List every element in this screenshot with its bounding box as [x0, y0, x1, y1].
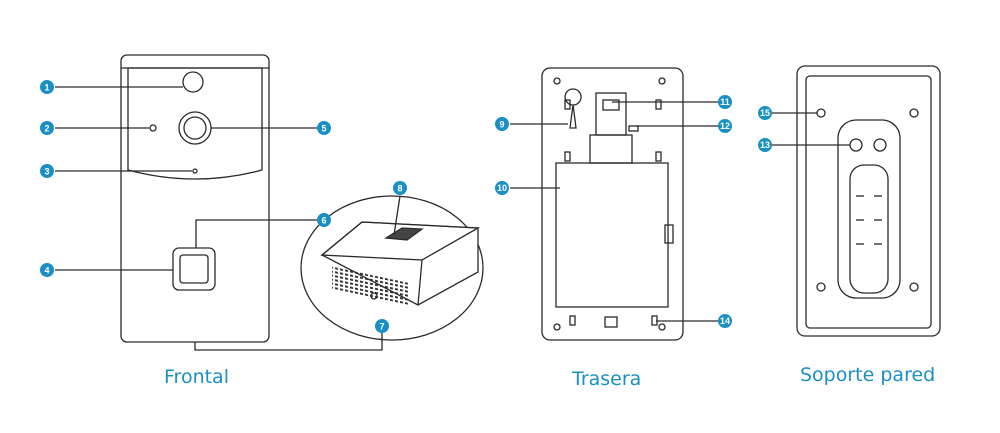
callout-12: 12 — [718, 119, 732, 133]
front-top-panel — [127, 67, 263, 180]
leader-line-8 — [393, 195, 401, 236]
keyhole-mount-icon — [564, 88, 582, 129]
callout-7-label: 7 — [379, 322, 384, 332]
back-screw-tr — [658, 77, 666, 85]
callout-5-label: 5 — [321, 124, 326, 134]
bottom-detail-zoom — [300, 195, 484, 341]
callout-2-label: 2 — [44, 124, 49, 134]
microphone-icon — [192, 168, 198, 174]
front-doorbell — [120, 54, 270, 343]
back-body-outline — [541, 67, 684, 341]
callout-4-label: 4 — [44, 266, 49, 276]
callout-9: 9 — [495, 117, 509, 131]
caption-front: Frontal — [164, 366, 229, 388]
mount-screw-bl — [816, 282, 826, 292]
callout-9-label: 9 — [499, 120, 504, 130]
mount-terminal-2 — [873, 138, 887, 152]
callout-3: 3 — [40, 164, 54, 178]
front-body-outline — [120, 54, 270, 343]
callout-6: 6 — [317, 213, 331, 227]
sd-card-inner — [602, 99, 620, 111]
callout-11: 11 — [718, 95, 732, 109]
reset-hole-icon — [370, 292, 378, 300]
callout-4: 4 — [40, 263, 54, 277]
callout-12-label: 12 — [720, 121, 730, 131]
back-slot-5 — [569, 315, 576, 326]
light-sensor-icon — [149, 124, 157, 132]
usb-port-icon — [628, 125, 639, 132]
callout-14: 14 — [718, 314, 732, 328]
back-screw-br — [658, 323, 666, 331]
callout-15: 15 — [758, 106, 772, 120]
callout-10-label: 10 — [497, 183, 507, 193]
mount-inner-outline — [805, 75, 932, 329]
mount-screw-tl — [816, 108, 826, 118]
mount-rail-inner — [849, 164, 889, 294]
callout-14-label: 14 — [720, 316, 730, 326]
mount-rail-outer — [837, 119, 901, 299]
callout-6-label: 6 — [321, 216, 326, 226]
battery-cover — [555, 162, 669, 308]
caption-back: Trasera — [572, 368, 642, 390]
wall-mount-bracket — [796, 65, 941, 337]
sd-card-slot — [595, 92, 627, 136]
callout-8: 8 — [393, 181, 407, 195]
callout-15-label: 15 — [760, 108, 770, 118]
back-slot-3 — [564, 151, 571, 162]
back-screw-tl — [553, 77, 561, 85]
back-bottom-clip — [604, 316, 618, 328]
back-slot-4 — [655, 151, 662, 162]
callout-1: 1 — [40, 80, 54, 94]
battery-compartment-top — [589, 134, 633, 164]
callout-10: 10 — [495, 181, 509, 195]
zoom-ellipse — [300, 195, 484, 341]
doorbell-button-icon — [172, 247, 216, 291]
speaker-grille-icon — [332, 266, 408, 305]
callout-5: 5 — [317, 121, 331, 135]
pir-sensor-inner — [183, 116, 207, 140]
leader-line-6 — [195, 219, 318, 248]
mount-terminal-1 — [849, 138, 863, 152]
caption-wall-mount: Soporte pared — [800, 364, 936, 386]
battery-latch — [664, 224, 674, 244]
detail-edge — [417, 259, 423, 306]
doorbell-button-inner — [179, 254, 209, 284]
callout-2: 2 — [40, 121, 54, 135]
callout-3-label: 3 — [44, 167, 49, 177]
back-slot-2 — [655, 99, 662, 110]
callout-7: 7 — [375, 319, 389, 333]
callout-1-label: 1 — [44, 83, 49, 93]
detail-top-face — [320, 221, 481, 261]
mount-screw-tr — [909, 108, 919, 118]
back-doorbell — [541, 67, 684, 341]
callout-11-label: 11 — [720, 97, 730, 107]
callout-13: 13 — [758, 138, 772, 152]
detail-button-icon — [384, 227, 424, 241]
mount-outer-outline — [796, 65, 941, 337]
callout-13-label: 13 — [760, 140, 770, 150]
back-screw-bl — [553, 323, 561, 331]
callout-8-label: 8 — [397, 184, 402, 194]
camera-lens-icon — [182, 71, 204, 93]
mount-screw-br — [909, 282, 919, 292]
callout-badges: 1 2 3 4 5 6 7 8 9 10 11 12 13 14 15 — [40, 80, 772, 333]
